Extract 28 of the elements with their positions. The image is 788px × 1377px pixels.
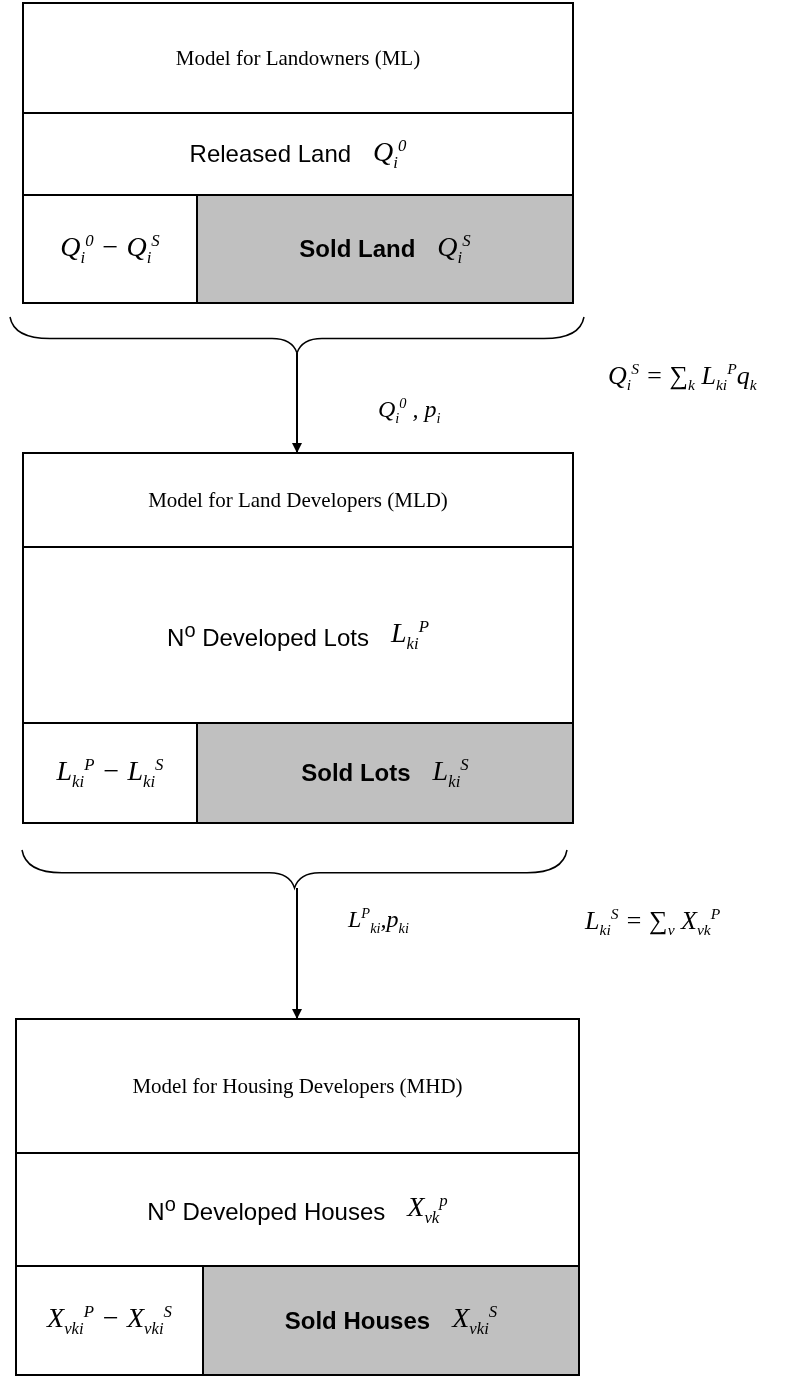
model-title: Model for Land Developers (MLD) — [148, 487, 448, 513]
edge-label: L$^{P}$$_{ki}$,p$_{ki}$ — [348, 905, 409, 937]
box-label: Released Land — [189, 140, 352, 168]
sold-box — [196, 194, 574, 304]
model-title: Model for Landowners (ML) — [175, 45, 421, 71]
box-label: N$^{o}$ Developed Lots — [167, 618, 369, 652]
model-header-box — [22, 452, 574, 548]
sold-box — [196, 722, 574, 824]
curly-brace — [9, 316, 585, 354]
model-title: Model for Housing Developers (MHD) — [132, 1073, 463, 1099]
model-header-box — [22, 2, 574, 114]
box-label: Sold Lots — [301, 759, 411, 787]
arrow — [292, 352, 302, 453]
model-header-box — [15, 1018, 580, 1154]
production-box — [15, 1152, 580, 1267]
sold-box — [202, 1265, 580, 1376]
edge-label: Q$_{i}$$^{0}$ , p$_{i}$ — [378, 395, 441, 427]
curly-brace — [21, 849, 568, 889]
box-label: Sold Houses — [284, 1306, 431, 1335]
arrow — [292, 887, 302, 1019]
production-box — [22, 112, 574, 196]
production-box — [22, 546, 574, 724]
box-label: N$^{o}$ Developed Houses — [147, 1193, 386, 1226]
formula: Q$_{i}$$^{S}$ = ∑$_{k}$ L$_{ki}$$^{P}$q$_{k}$ — [608, 360, 757, 394]
unsold-box — [15, 1265, 204, 1376]
box-label: Sold Land — [299, 235, 416, 263]
unsold-box — [22, 722, 198, 824]
unsold-box — [22, 194, 198, 304]
